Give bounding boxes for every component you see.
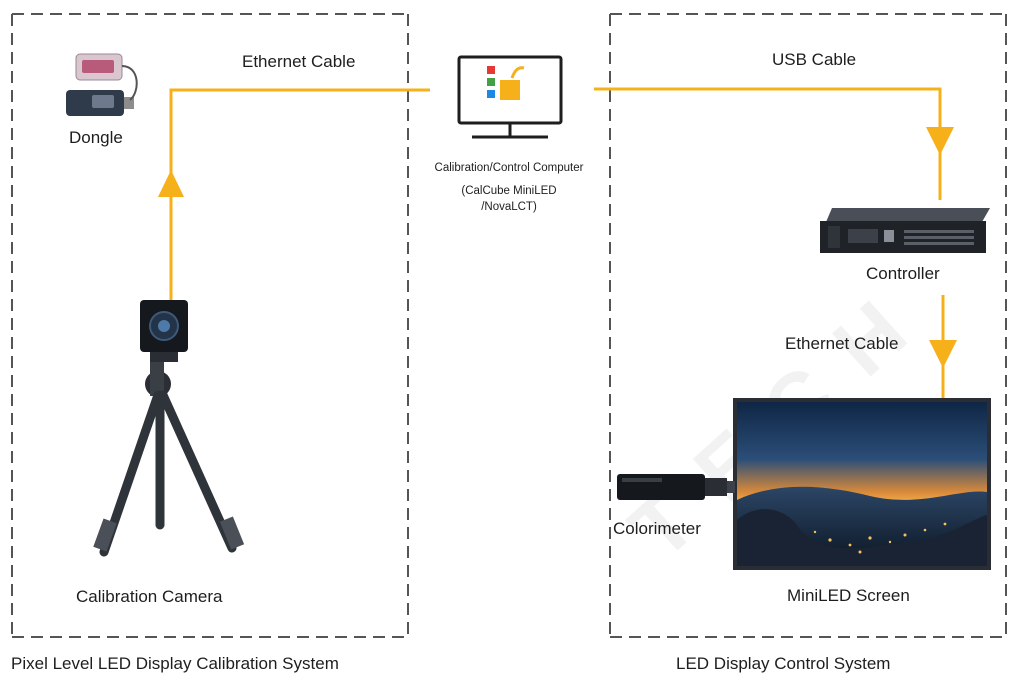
colorimeter-label: Colorimeter — [613, 519, 701, 538]
usb-cable-label: USB Cable — [772, 50, 857, 69]
controller-icon — [820, 208, 990, 253]
arrow-down-icon — [929, 340, 957, 368]
right-system-caption: LED Display Control System — [676, 654, 891, 673]
computer-software-line2: /NovaLCT) — [481, 201, 537, 214]
arrow-down-icon — [926, 127, 954, 155]
ethernet-cable-label-top: Ethernet Cable — [242, 52, 356, 71]
arrow-up-icon — [158, 170, 184, 197]
screen-label: MiniLED Screen — [787, 586, 910, 605]
tripod-icon — [93, 362, 245, 557]
computer-software-line1: (CalCube MiniLED — [461, 184, 557, 197]
left-system-box — [11, 13, 409, 638]
screen-icon — [733, 398, 991, 570]
dongle-icon — [66, 53, 138, 116]
camera-icon — [140, 300, 188, 362]
right-system-box — [609, 13, 1007, 638]
dongle-label: Dongle — [69, 128, 123, 147]
controller-label: Controller — [866, 264, 940, 283]
camera-label: Calibration Camera — [76, 587, 223, 606]
ethernet-line-right — [929, 295, 957, 398]
ethernet-line-top — [158, 88, 430, 300]
colorimeter-icon — [617, 474, 735, 500]
computer-label: Calibration/Control Computer (CalCube Mi… — [408, 160, 610, 216]
ethernet-cable-label-right: Ethernet Cable — [785, 334, 899, 353]
left-system-caption: Pixel Level LED Display Calibration Syst… — [11, 654, 339, 673]
computer-title: Calibration/Control Computer — [434, 162, 584, 174]
usb-line — [594, 87, 954, 200]
computer-icon — [457, 55, 563, 139]
